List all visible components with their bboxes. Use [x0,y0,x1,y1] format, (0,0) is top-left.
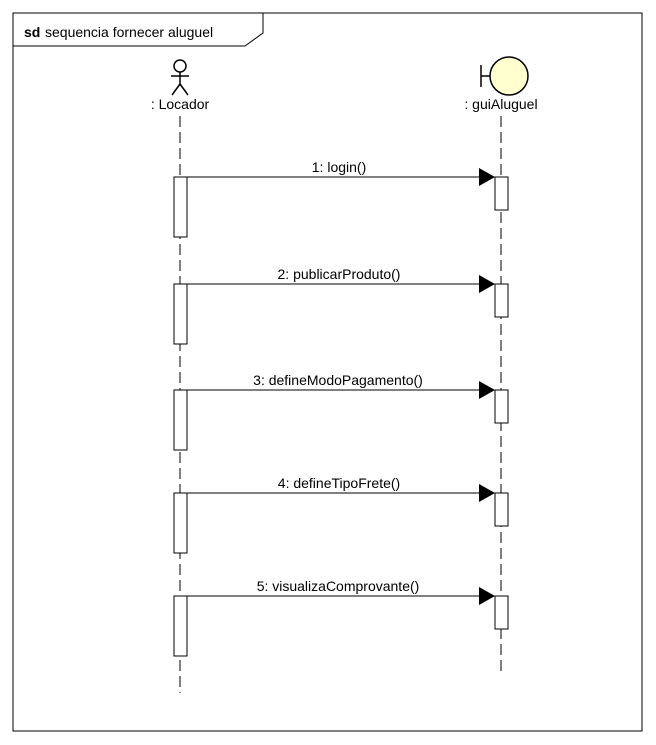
message-5: 5: visualizaComprovante() [187,578,495,605]
message-2: 2: publicarProduto() [187,266,495,293]
participant-label-gui: : guiAluguel [464,96,537,112]
frame-title: sequencia fornecer aluguel [45,24,213,40]
participant-label-locador: : Locador [151,96,210,112]
activation-gui [494,492,509,527]
message-1: 1: login() [187,159,495,186]
activation-locador [173,176,188,238]
activation-gui [494,176,509,211]
activation-gui [494,283,509,318]
activation-gui [494,595,509,630]
frame-keyword: sd [24,24,40,40]
message-label: 3: defineModoPagamento() [253,372,423,388]
message-label: 5: visualizaComprovante() [257,578,420,594]
actor-icon [171,59,189,96]
activation-locador [173,595,188,657]
activation-locador [173,283,188,345]
message-label: 1: login() [312,159,366,175]
activation-locador [173,389,188,451]
message-4: 4: defineTipoFrete() [187,475,495,502]
diagram-frame [12,12,643,732]
activation-gui [494,389,509,424]
activation-locador [173,492,188,554]
boundary-icon [480,56,529,96]
message-3: 3: defineModoPagamento() [187,372,495,399]
frame-label-box [12,12,264,47]
message-label: 2: publicarProduto() [278,266,401,282]
message-label: 4: defineTipoFrete() [278,475,400,491]
